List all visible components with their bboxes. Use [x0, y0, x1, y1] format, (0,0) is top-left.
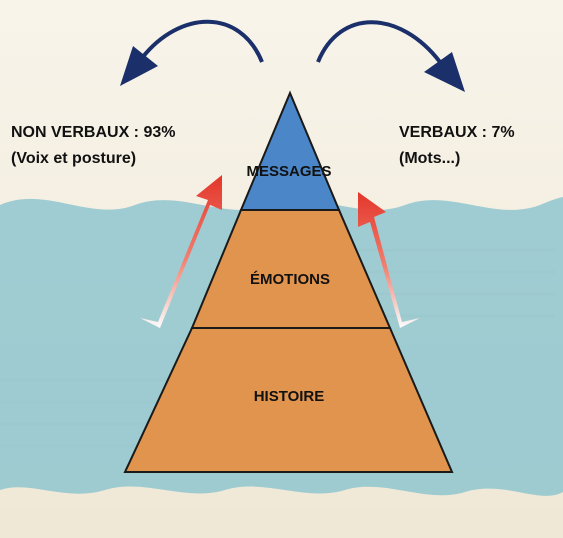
- curved-arrow-right-head: [424, 52, 465, 92]
- left-label-title: NON VERBAUX : 93%: [11, 124, 175, 141]
- up-arrow-left: [140, 175, 222, 328]
- curved-arrow-left: [140, 19, 264, 63]
- right-label-title: VERBAUX : 7%: [399, 124, 515, 141]
- right-label-subtitle: (Mots...): [399, 150, 460, 167]
- left-label-subtitle: (Voix et posture): [11, 150, 136, 167]
- up-arrow-right: [358, 192, 420, 328]
- pyramid-label-histoire: HISTOIRE: [254, 388, 325, 405]
- pyramid-tier-histoire: [123, 327, 454, 473]
- curved-arrow-left-head: [120, 46, 158, 86]
- curved-arrow-right: [316, 20, 442, 64]
- pyramid-label-messages: MESSAGES: [246, 163, 331, 180]
- pyramid-label-emotions: ÉMOTIONS: [250, 271, 330, 288]
